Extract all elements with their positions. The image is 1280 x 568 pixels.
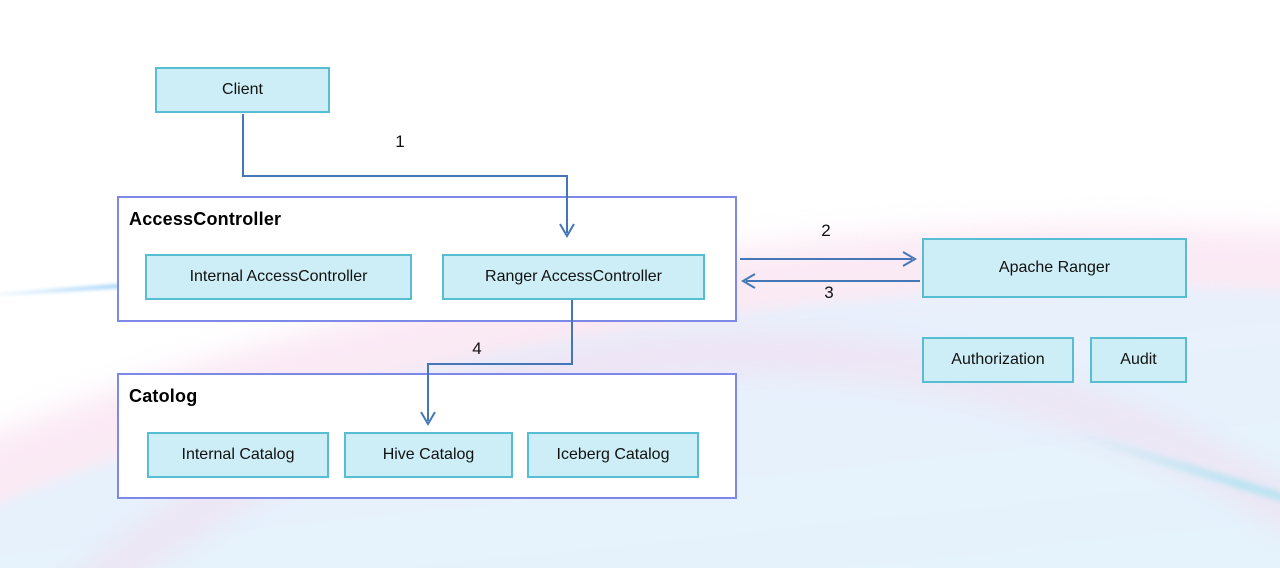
internal-access-controller-node: Internal AccessController [145, 254, 412, 300]
iceberg-catalog-node: Iceberg Catalog [527, 432, 699, 478]
ranger-access-controller-node: Ranger AccessController [442, 254, 705, 300]
arrow-3-head [741, 273, 756, 289]
catalog-title: Catolog [129, 386, 198, 406]
arrow-4-label: 4 [472, 339, 482, 358]
access-controller-title: AccessController [129, 209, 282, 229]
access-controller-container: AccessController Internal AccessControll… [117, 196, 737, 322]
internal-catalog-node: Internal Catalog [147, 432, 329, 478]
arrow-1-label: 1 [395, 132, 405, 151]
arrow-3-label: 3 [824, 283, 834, 302]
arrow-2-head [902, 251, 917, 267]
apache-ranger-node: Apache Ranger [922, 238, 1187, 298]
hive-catalog-node: Hive Catalog [344, 432, 513, 478]
background-cyan-streak [1068, 427, 1280, 568]
authorization-node: Authorization [922, 337, 1074, 383]
arrow-2-label: 2 [821, 221, 831, 240]
audit-node: Audit [1090, 337, 1187, 383]
catalog-container: Catolog Internal Catalog Hive Catalog Ic… [117, 373, 737, 499]
client-node: Client [155, 67, 330, 113]
background-cyan-fill [0, 127, 1280, 568]
